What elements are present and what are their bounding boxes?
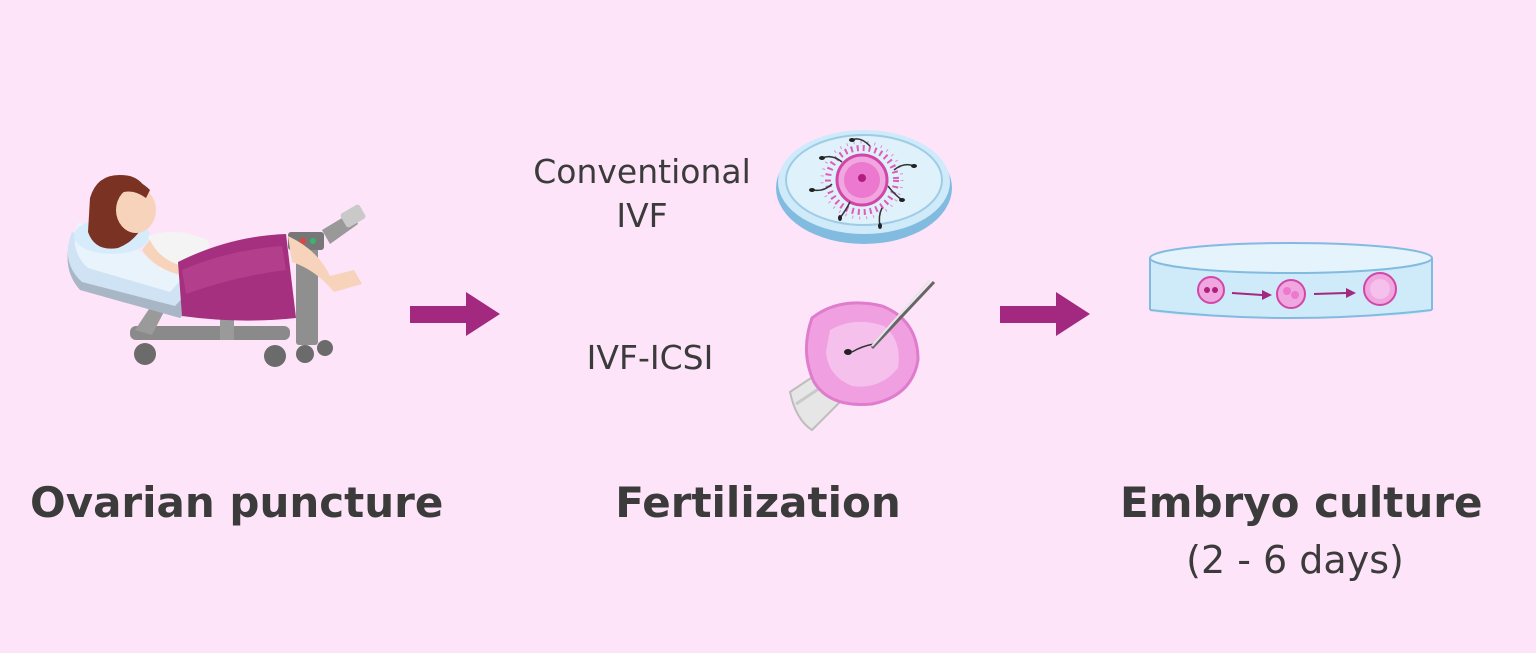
icsi-injection-icon	[788, 279, 936, 432]
arrow-right-icon	[1000, 292, 1090, 336]
patient-chair-icon	[67, 174, 366, 367]
method-label-ivf-icsi: IVF-ICSI	[586, 338, 714, 377]
step-title-fertilization: Fertilization	[615, 478, 901, 527]
step-subtitle-culture-duration: (2 - 6 days)	[1186, 538, 1404, 582]
method-label-line: IVF	[616, 196, 668, 235]
arrow-right-icon	[410, 292, 500, 336]
step-title-embryo-culture: Embryo culture	[1120, 478, 1483, 527]
method-label-conventional-ivf: Conventional IVF	[532, 150, 752, 238]
conventional-ivf-dish-icon	[776, 130, 952, 244]
embryo-culture-dish-icon	[1149, 242, 1433, 319]
step-title-ovarian-puncture: Ovarian puncture	[30, 478, 444, 527]
method-label-line: Conventional	[533, 152, 751, 191]
